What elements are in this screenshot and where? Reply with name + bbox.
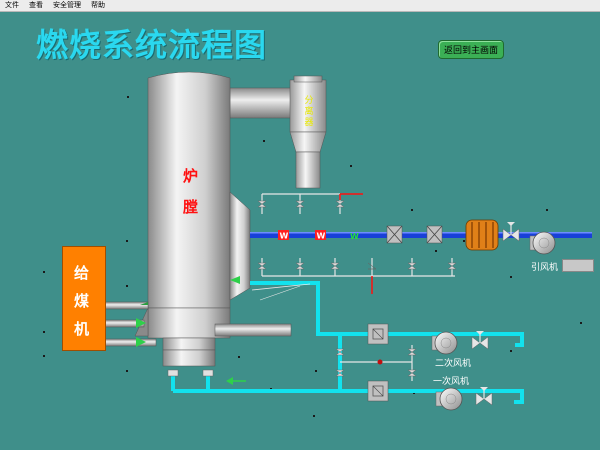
- primary-fan-valve: [475, 387, 493, 406]
- menu-view[interactable]: 查看: [29, 1, 43, 9]
- menu-bar: 文件 查看 安全管理 帮助: [0, 0, 600, 12]
- mid-header-indicator: [377, 359, 383, 365]
- induced-fan-valve: [502, 222, 520, 242]
- induced-fan-label: 引风机: [531, 263, 559, 273]
- induced-fan-value-box: [562, 259, 594, 272]
- furnace-label-1: 炉: [183, 167, 199, 185]
- coal-feeder-label-1: 给: [74, 264, 90, 282]
- air-dampers: [367, 323, 389, 402]
- menu-security[interactable]: 安全管理: [53, 1, 81, 9]
- coal-feeder: [62, 246, 106, 351]
- air-flow-arrow: [230, 276, 240, 284]
- svg-text:W: W: [317, 232, 326, 241]
- mid-valves: [335, 348, 417, 377]
- furnace: [134, 71, 292, 367]
- back-to-main-button[interactable]: 返回到主画面: [438, 40, 504, 59]
- secondary-fan-label: 二次风机: [435, 359, 472, 369]
- primary-fan-label: 一次风机: [433, 377, 470, 387]
- page-title: 燃烧系统流程图: [36, 26, 268, 64]
- primary-air-arrow: [226, 377, 246, 385]
- secondary-fan: [431, 331, 458, 355]
- spray-valves: [257, 200, 457, 270]
- coal-feeder-label-2: 煤: [74, 292, 90, 310]
- separator-label-2: 离: [304, 107, 314, 117]
- top-spray-header: [261, 193, 341, 214]
- dust-collector: [465, 219, 499, 251]
- separator-label-1: 分: [304, 96, 314, 106]
- primary-fan: [435, 387, 463, 411]
- svg-text:W: W: [350, 232, 359, 241]
- coal-feeder-label-3: 机: [74, 320, 90, 338]
- furnace-label-2: 膛: [183, 198, 199, 216]
- menu-file[interactable]: 文件: [5, 1, 19, 9]
- bottom-spray-header: [261, 258, 455, 277]
- menu-help[interactable]: 帮助: [91, 1, 105, 9]
- flue-markers: W W W: [278, 230, 359, 241]
- bottom-nozzles: [167, 369, 214, 377]
- svg-text:W: W: [280, 232, 289, 241]
- separator-label-3: 器: [304, 118, 314, 128]
- mid-header: [340, 345, 413, 381]
- secondary-fan-valve: [471, 331, 489, 350]
- flue-gas-pipe: [250, 232, 592, 238]
- flue-duct: [229, 87, 293, 119]
- air-pipes: [171, 281, 524, 404]
- induced-fan: [529, 231, 556, 255]
- flue-dampers: [386, 225, 443, 244]
- cyclone-separator: [289, 75, 327, 189]
